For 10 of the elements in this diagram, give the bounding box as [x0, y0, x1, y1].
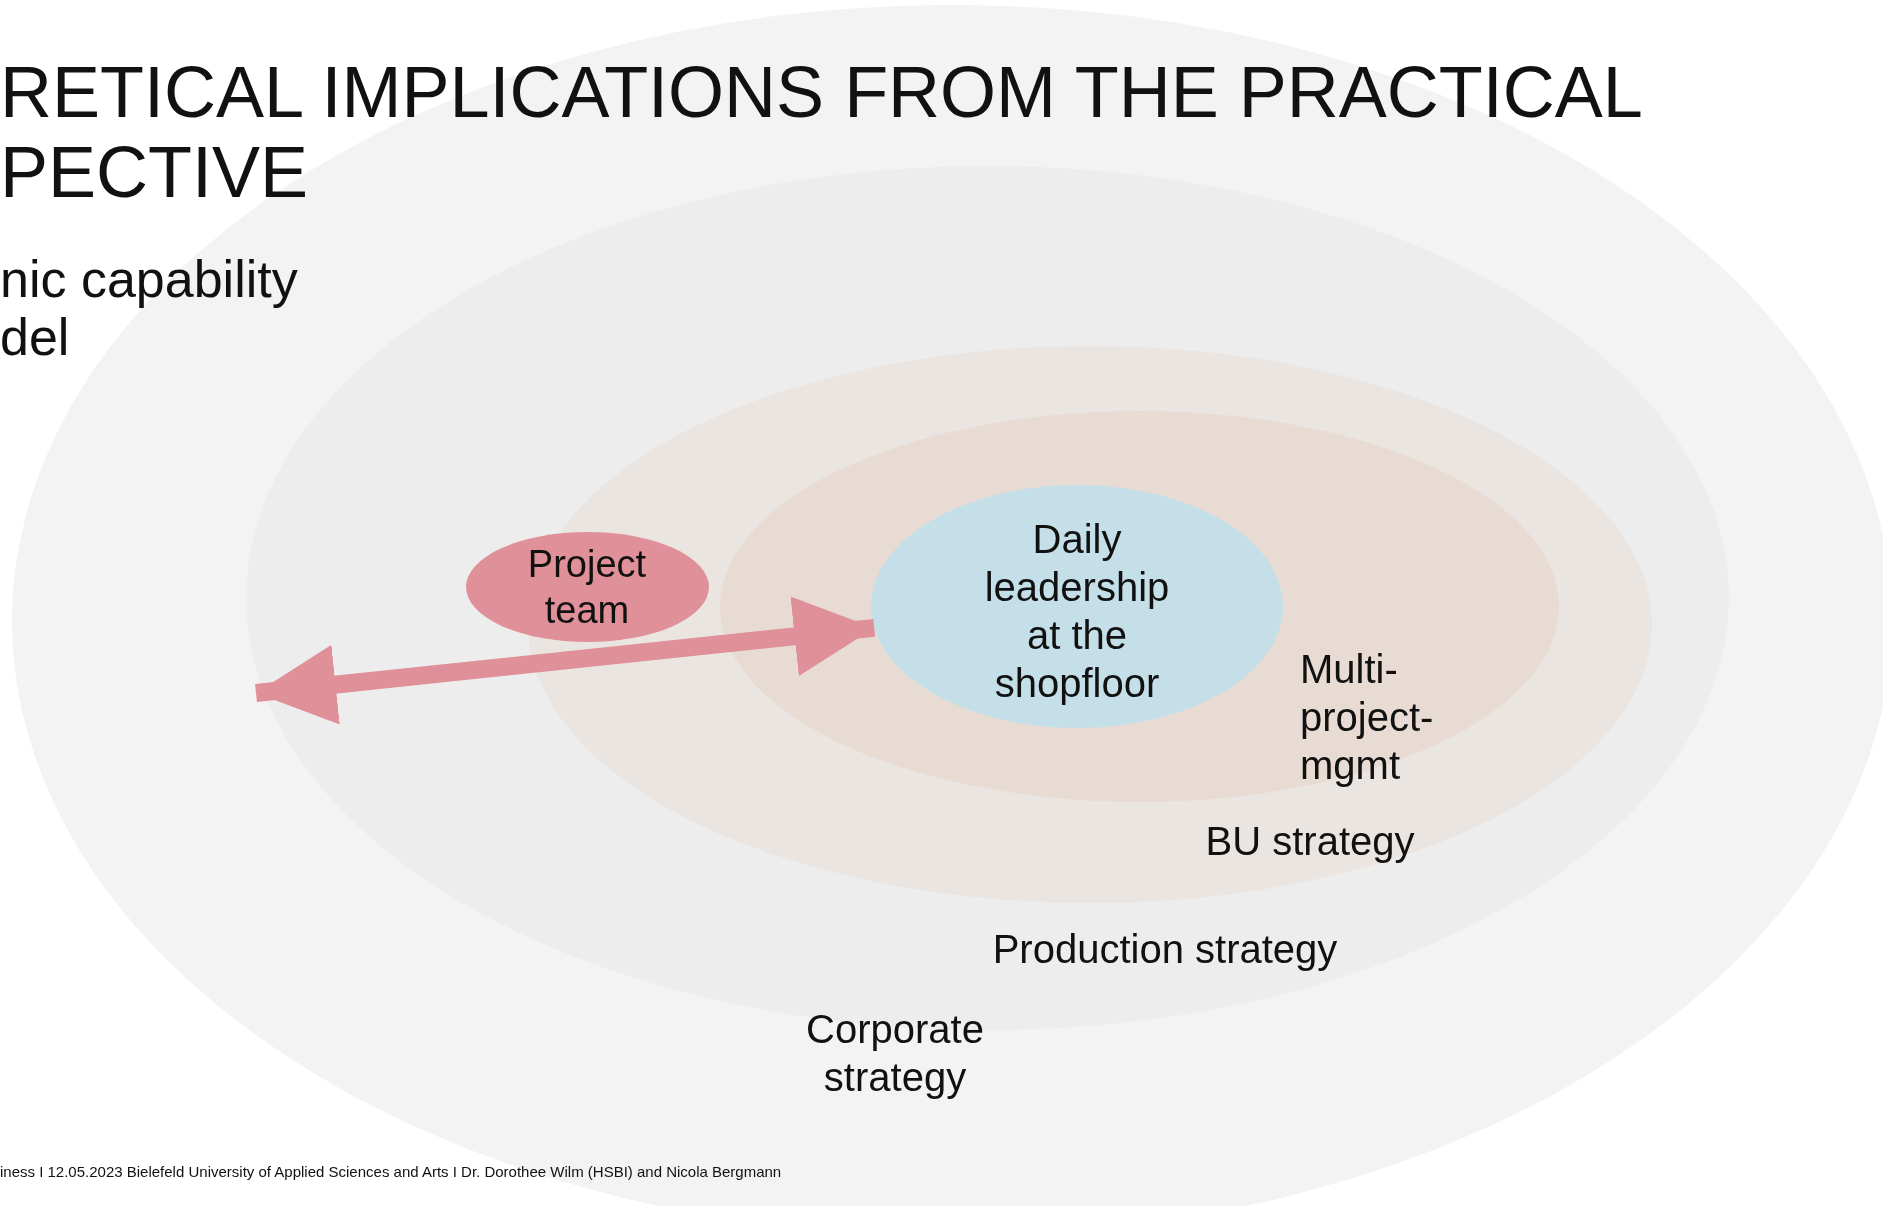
- footer-text: iness I 12.05.2023 Bielefeld University of Applied Sciences and Arts I Dr. Dorothee Wilm (HSBI) and Nicola Bergmann: [0, 1163, 782, 1180]
- region-label: Project team: [526, 542, 648, 633]
- slide-title: RETICAL IMPLICATIONS FROM THE PRACTICAL PECTIVE: [0, 52, 1642, 212]
- region-label: Production strategy: [991, 926, 1339, 973]
- region-label: Daily leadership at the shopfloor: [983, 516, 1171, 707]
- double-arrow: [255, 596, 876, 725]
- subtitle: nic capability del: [0, 250, 299, 366]
- region-label: Multi-project-mgmt: [1300, 646, 1435, 789]
- region-label: BU strategy: [1204, 818, 1416, 865]
- region-label: Corporate strategy: [805, 1006, 985, 1101]
